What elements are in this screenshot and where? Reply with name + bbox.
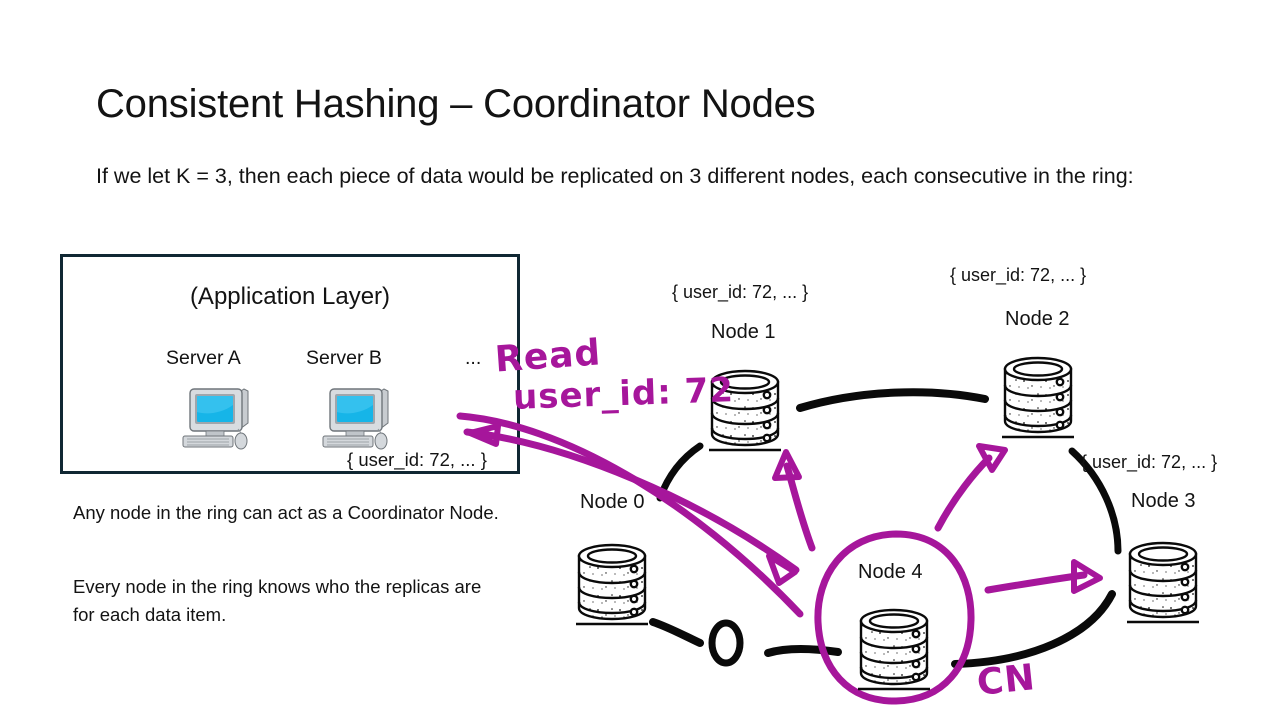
annotation-userid-label: user_id: 72 (512, 370, 735, 418)
node-label-2: Node 2 (1005, 308, 1070, 330)
ring-arc-0-1 (656, 442, 704, 502)
annotation-arrowhead-to-node4 (766, 553, 798, 586)
node-label-1: Node 1 (711, 321, 776, 343)
node-data-label-3: { user_id: 72, ... } (1081, 452, 1218, 472)
annotation-arrow-node4-node3 (984, 571, 1088, 594)
application-layer-box: (Application Layer) Server A Server B ..… (60, 254, 520, 474)
annotation-read-label: Read (493, 332, 603, 381)
database-icon (576, 543, 648, 626)
annotation-group (456, 412, 1103, 705)
note-replicas: Every node in the ring knows who the rep… (73, 576, 482, 625)
annotation-coordinator-label: CN (975, 657, 1038, 704)
annotation-arrowhead-node1 (772, 449, 802, 481)
database-icon (709, 369, 781, 452)
app-box-data-label: { user_id: 72, ... } (347, 449, 487, 470)
annotation-arrow-node4-node2 (934, 454, 993, 532)
node-data-label-2: { user_id: 72, ... } (950, 265, 1087, 285)
computer-icon (182, 388, 249, 450)
computer-icon (322, 388, 389, 450)
page-title: Consistent Hashing – Coordinator Nodes (96, 82, 816, 126)
node-label-4: Node 4 (858, 561, 923, 583)
ring-arc-4-gap (764, 645, 842, 657)
annotation-arrowhead-node3 (1071, 559, 1103, 594)
ring-arc-1-2 (796, 388, 989, 412)
note-coordinator: Any node in the ring can act as a Coordi… (73, 502, 499, 523)
server-a-label: Server A (166, 347, 241, 369)
server-ellipsis-label: ... (465, 347, 482, 369)
database-icon (1002, 356, 1074, 439)
annotation-arrow-node4-node1 (783, 462, 816, 552)
page-subtitle: If we let K = 3, then each piece of data… (96, 164, 1134, 188)
ring-arc-gap-0 (649, 618, 704, 647)
database-icon (1127, 541, 1199, 624)
ring-arc-3-4 (951, 590, 1116, 668)
server-b-label: Server B (306, 347, 382, 369)
ring-gap-marker-icon (708, 619, 744, 667)
node-label-0: Node 0 (580, 491, 645, 513)
node-data-label-1: { user_id: 72, ... } (672, 282, 809, 302)
annotation-arrowhead-node2 (976, 443, 1008, 473)
application-layer-title: (Application Layer) (189, 283, 391, 310)
database-icon (858, 608, 930, 691)
node-label-3: Node 3 (1131, 490, 1196, 512)
